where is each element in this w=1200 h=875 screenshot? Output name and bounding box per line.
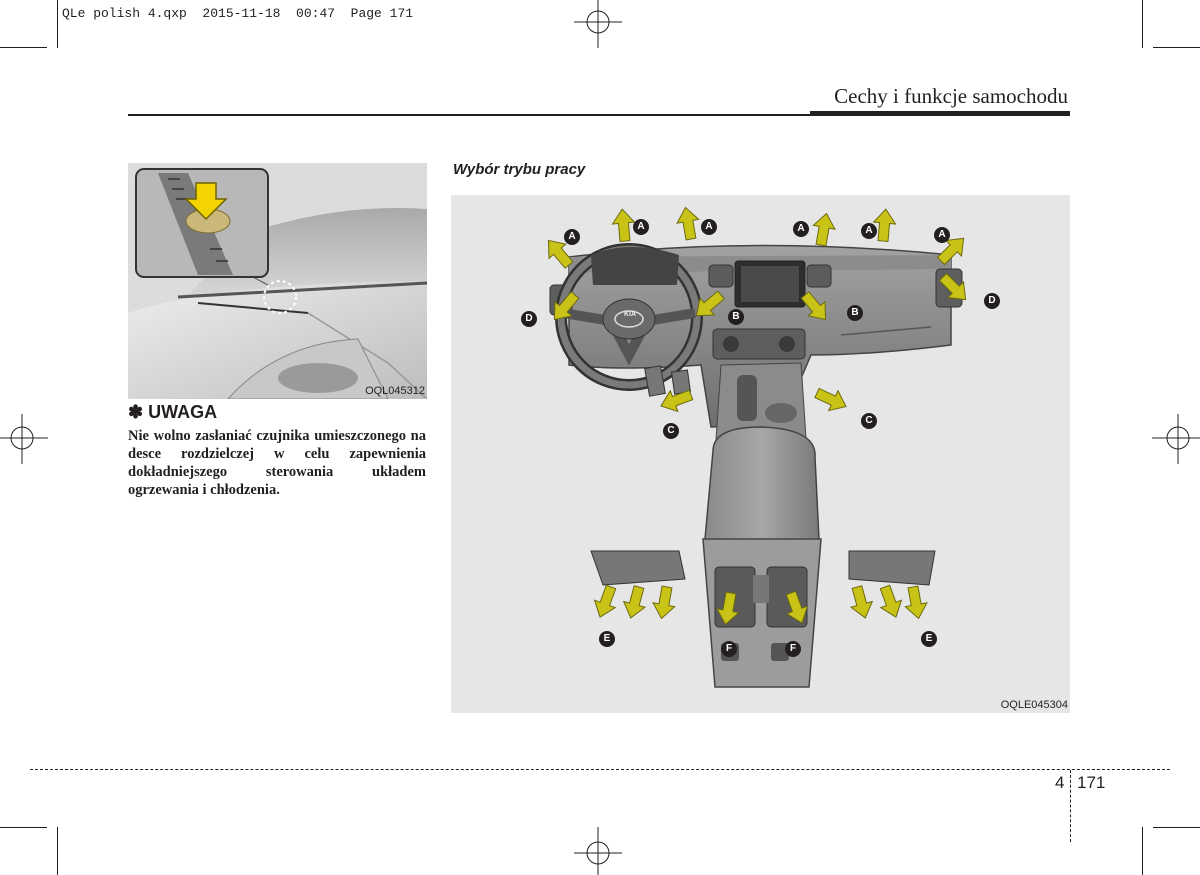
registration-mark [0, 414, 48, 464]
vent-label-a: A [861, 223, 877, 239]
crop-mark [1142, 0, 1143, 48]
vent-label-a: A [934, 227, 950, 243]
crop-mark [0, 827, 47, 828]
crop-mark [1153, 47, 1200, 48]
note-title: ✽ UWAGA [128, 402, 218, 422]
page-number-separator [1070, 770, 1072, 842]
brand-badge: KIA [623, 311, 637, 318]
registration-mark [574, 0, 622, 48]
print-slug: QLe polish 4.qxp 2015-11-18 00:47 Page 1… [62, 6, 414, 21]
chapter-number: 4 [1055, 773, 1065, 792]
figure-code: OQLE045304 [1000, 699, 1068, 711]
airflow-modes-figure: A A A A A A B B C C D D E E F F KIA OQLE… [451, 195, 1070, 713]
header-rule [128, 114, 810, 116]
vent-label-c: C [861, 413, 877, 429]
note-text: Nie wolno zasłaniać czujnika umieszczone… [128, 428, 426, 498]
vent-label-a: A [793, 221, 809, 237]
vent-label-a: A [564, 229, 580, 245]
vent-label-b: B [728, 309, 744, 325]
section-title: Cechy i funkcje samochodu [834, 84, 1068, 108]
vent-label-d: D [521, 311, 537, 327]
vent-label-d: D [984, 293, 1000, 309]
registration-mark [1152, 414, 1200, 464]
crop-mark [1142, 827, 1143, 875]
registration-mark [574, 827, 622, 875]
crop-mark [1153, 827, 1200, 828]
header-rule-accent [810, 111, 1070, 116]
vent-label-f: F [721, 641, 737, 657]
vent-label-a: A [633, 219, 649, 235]
crop-mark [0, 47, 47, 48]
footer-rule [30, 769, 1170, 770]
figure-code: OQL045312 [365, 385, 425, 397]
vent-label-e: E [599, 631, 615, 647]
vent-label-a: A [701, 219, 717, 235]
vent-label-c: C [663, 423, 679, 439]
sensor-figure: OQL045312 [128, 163, 427, 399]
figure-heading: Wybór trybu pracy [453, 161, 586, 178]
crop-mark [57, 827, 58, 875]
vent-label-b: B [847, 305, 863, 321]
vent-label-e: E [921, 631, 937, 647]
crop-mark [57, 0, 58, 48]
airflow-diagram [539, 205, 974, 688]
sensor-illustration [128, 163, 427, 399]
vent-label-f: F [785, 641, 801, 657]
page-number: 171 [1077, 773, 1106, 792]
